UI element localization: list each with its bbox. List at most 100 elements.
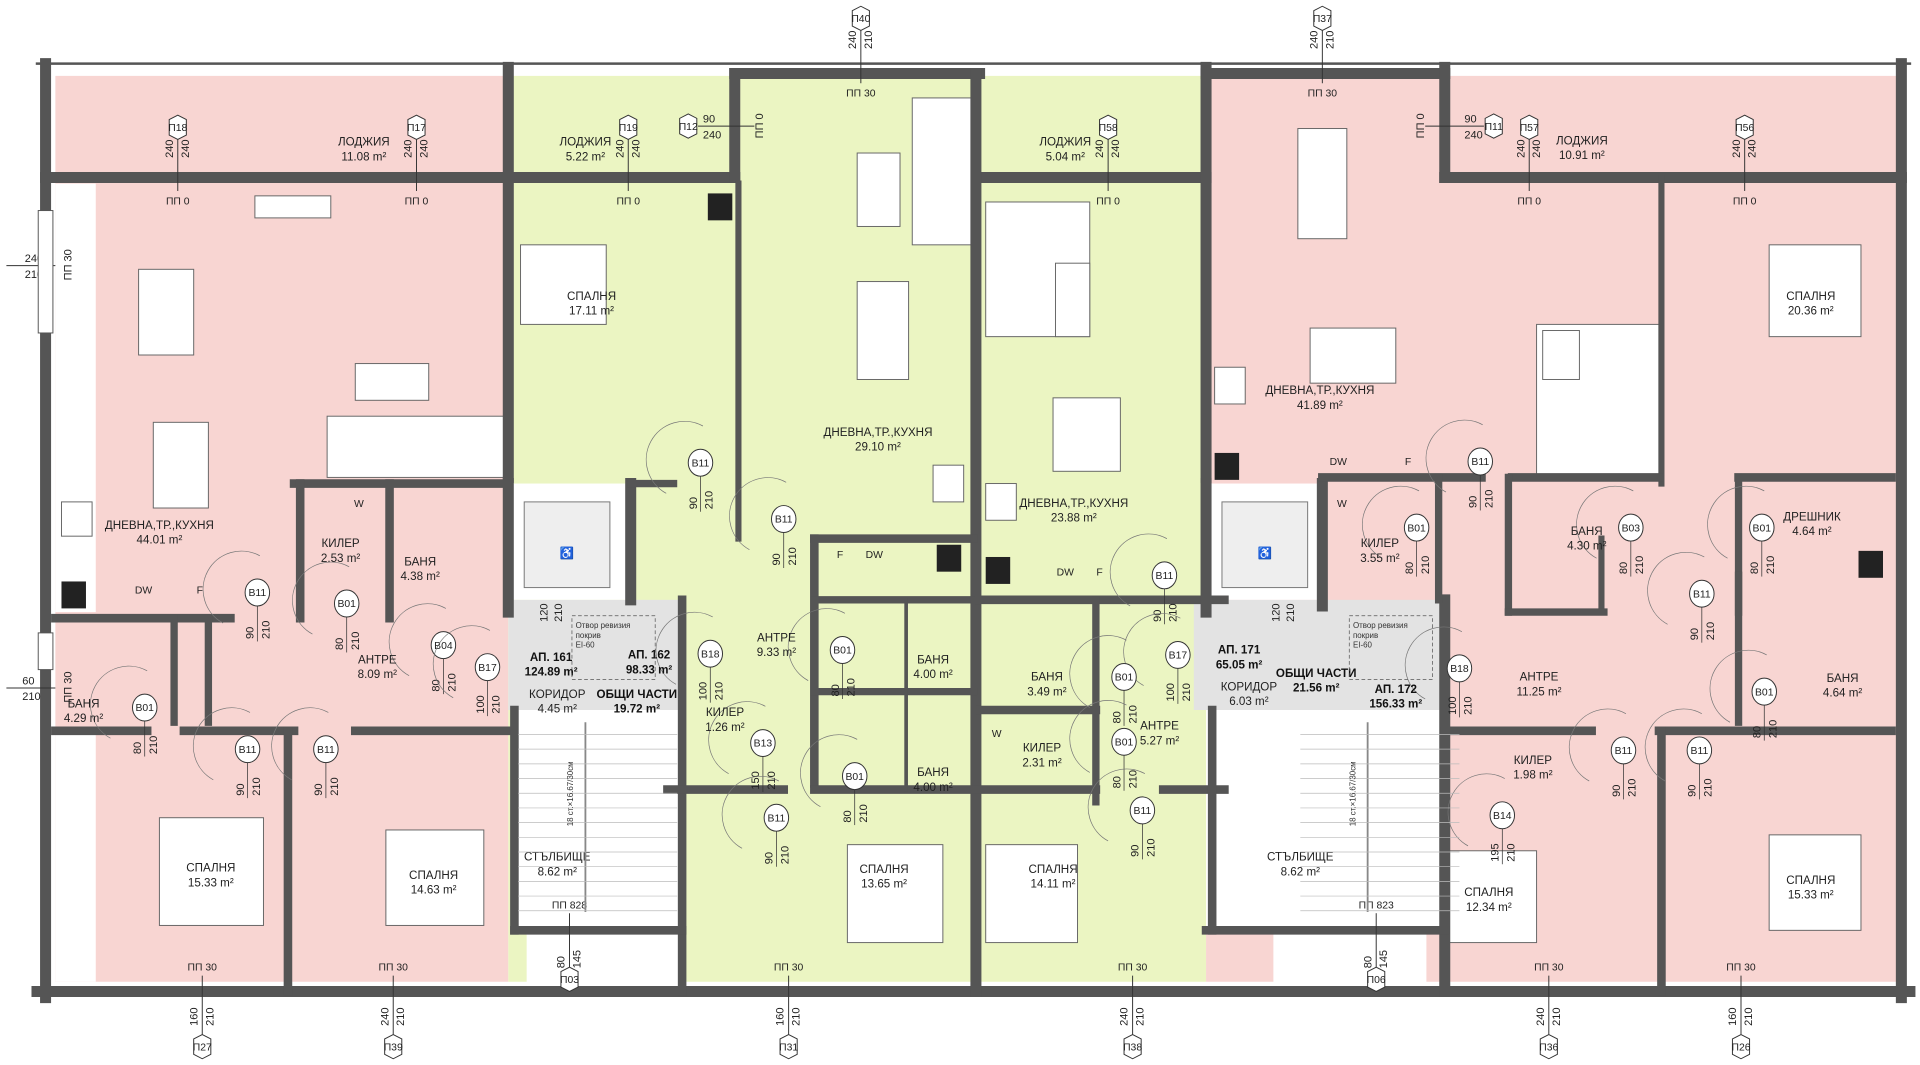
door-height: 210 (1127, 770, 1139, 788)
door-swing-arc (202, 550, 260, 624)
window-height: 210 (863, 31, 875, 49)
window-width: 240 (403, 140, 415, 158)
room-area: 41.89 m² (1297, 399, 1343, 412)
door-swing-arc (1709, 649, 1767, 723)
door-tag-label: В13 (754, 739, 773, 750)
room-area: 17.11 m² (569, 305, 614, 318)
window-tag-label: П11 (1485, 122, 1503, 133)
window-width: 90 (703, 113, 715, 125)
window-width: 240 (1094, 140, 1106, 158)
door-width: 90 (1687, 785, 1699, 797)
door-width: 80 (842, 810, 854, 822)
room-area: 4.45 m² (538, 702, 577, 715)
door-width: 195 (1490, 843, 1502, 861)
door-tag-label: В01 (1753, 523, 1772, 534)
window-tag-hexagon (1099, 114, 1118, 140)
door-swing-arc (1576, 485, 1634, 559)
room-area: 20.36 m² (1788, 305, 1834, 318)
window-height: 240 (1464, 129, 1482, 141)
window-sill: ПП 0 (616, 196, 640, 207)
room-label: КИЛЕР 2.53 m² (321, 537, 360, 565)
room-area: 13.65 m² (861, 878, 907, 891)
door-height: 210 (261, 621, 273, 639)
door-width: 80 (1111, 711, 1123, 723)
window-tag-hexagon (1539, 1033, 1558, 1060)
door-width: 90 (1611, 785, 1623, 797)
door-swing-arc (708, 701, 766, 774)
room-area: 11.25 m² (1517, 685, 1562, 698)
door-swing-arc (1069, 700, 1127, 773)
window-sill: ПП 30 (846, 89, 876, 100)
door-height: 210 (350, 632, 362, 650)
window-sill: ПП 0 (1733, 196, 1757, 207)
room-name: СПАЛНЯ (409, 869, 458, 882)
door-swing-arc (1361, 485, 1420, 559)
room-name: СПАЛНЯ (186, 862, 235, 875)
apartment-number: АП. 172 (1375, 683, 1417, 696)
window-tag-label: П39 (384, 1042, 403, 1053)
window-sill: ПП 30 (1118, 963, 1148, 974)
door-height: 210 (148, 736, 160, 754)
door-swing-arc (192, 707, 251, 781)
room-name: БАНЯ (1031, 671, 1063, 684)
room-area: 9.33 m² (757, 646, 796, 659)
room-name: СПАЛНЯ (860, 863, 909, 876)
room-name: СПАЛНЯ (1786, 290, 1835, 303)
door-width: 90 (688, 497, 700, 509)
room-name: БАНЯ (68, 698, 100, 711)
window-width: 240 (1308, 31, 1320, 49)
window-width: 240 (1535, 1007, 1547, 1025)
door-height: 210 (1703, 779, 1715, 797)
room-area: 2.53 m² (321, 552, 360, 565)
door-swing-arc (292, 561, 350, 635)
door-swing-arc (800, 734, 858, 808)
washer-label: W (992, 729, 1002, 740)
room-area: 4.30 m² (1567, 540, 1606, 553)
window-tag-label: П38 (1123, 1042, 1142, 1053)
room-area: 1.98 m² (1513, 769, 1552, 782)
door-height: 210 (1506, 843, 1518, 861)
window-tag-hexagon (1123, 1033, 1142, 1060)
door-tag-label: В11 (1693, 589, 1711, 600)
window-tag-label: П03 (560, 975, 579, 986)
room-area: 44.01 m² (136, 534, 182, 547)
kitchen-cabinet-icon (1858, 550, 1883, 578)
door-swing-arc (1707, 485, 1765, 559)
room-name: ЛОДЖИЯ (338, 136, 390, 149)
door-height: 210 (1181, 683, 1193, 701)
room-area: 1.26 m² (705, 721, 744, 734)
window-tag-hexagon (1735, 114, 1754, 140)
door-swing-arc (1568, 708, 1627, 782)
cooktop (1214, 366, 1246, 405)
apartment-area: 98.33 m² (626, 663, 673, 676)
door-height: 210 (766, 771, 778, 789)
kitchen-cabinet-icon (1214, 452, 1240, 480)
window-tag-label: П19 (619, 123, 638, 134)
window-width: 240 (1119, 1007, 1131, 1025)
fridge-label: F (1405, 457, 1411, 468)
room-name: КИЛЕР (321, 537, 359, 550)
dining-table (138, 268, 195, 356)
room-name: ОБЩИ ЧАСТИ (597, 688, 678, 701)
room-name: СТЪЛБИЩЕ (1267, 851, 1334, 864)
dining-table (1052, 397, 1121, 472)
